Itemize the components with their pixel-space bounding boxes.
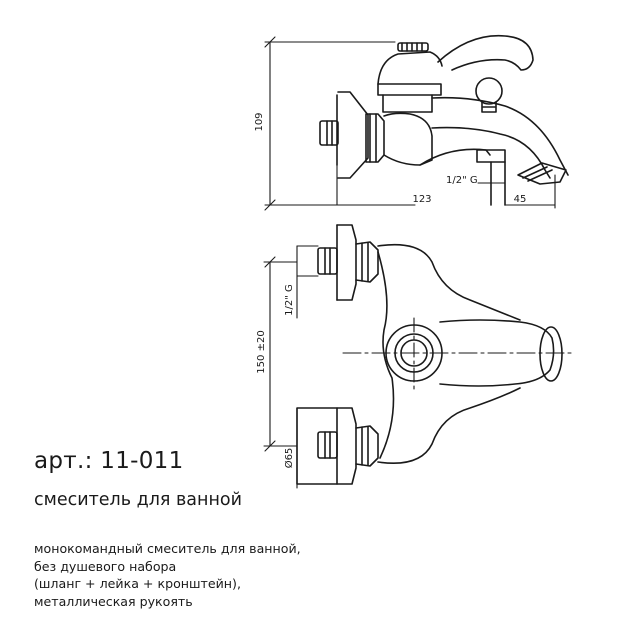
top-view [296, 224, 563, 485]
top-dimensions [263, 245, 573, 489]
article-number: арт.: 11-011 [34, 448, 184, 474]
description-line: (шланг + лейка + кронштейн), [34, 576, 241, 591]
description-line: металлическая рукоять [34, 593, 193, 609]
product-name: смеситель для ванной [34, 490, 242, 510]
dim-thread-side: 1/2" G [284, 284, 295, 316]
dim-length: 123 [412, 194, 431, 205]
dim-flange-diameter: Ø65 [283, 448, 295, 469]
description-line: без душевого набора [34, 558, 177, 574]
dim-height: 109 [254, 112, 265, 131]
dim-thread-top: 1/2" G [446, 175, 478, 186]
side-dimensions [264, 36, 556, 211]
dim-center-distance: 150 ±20 [256, 330, 267, 373]
side-view [319, 34, 569, 206]
description-line: монокомандный смеситель для ванной, [34, 541, 301, 556]
dim-spout: 45 [514, 194, 527, 205]
product-description: монокомандный смеситель для ванной, без … [34, 540, 301, 610]
